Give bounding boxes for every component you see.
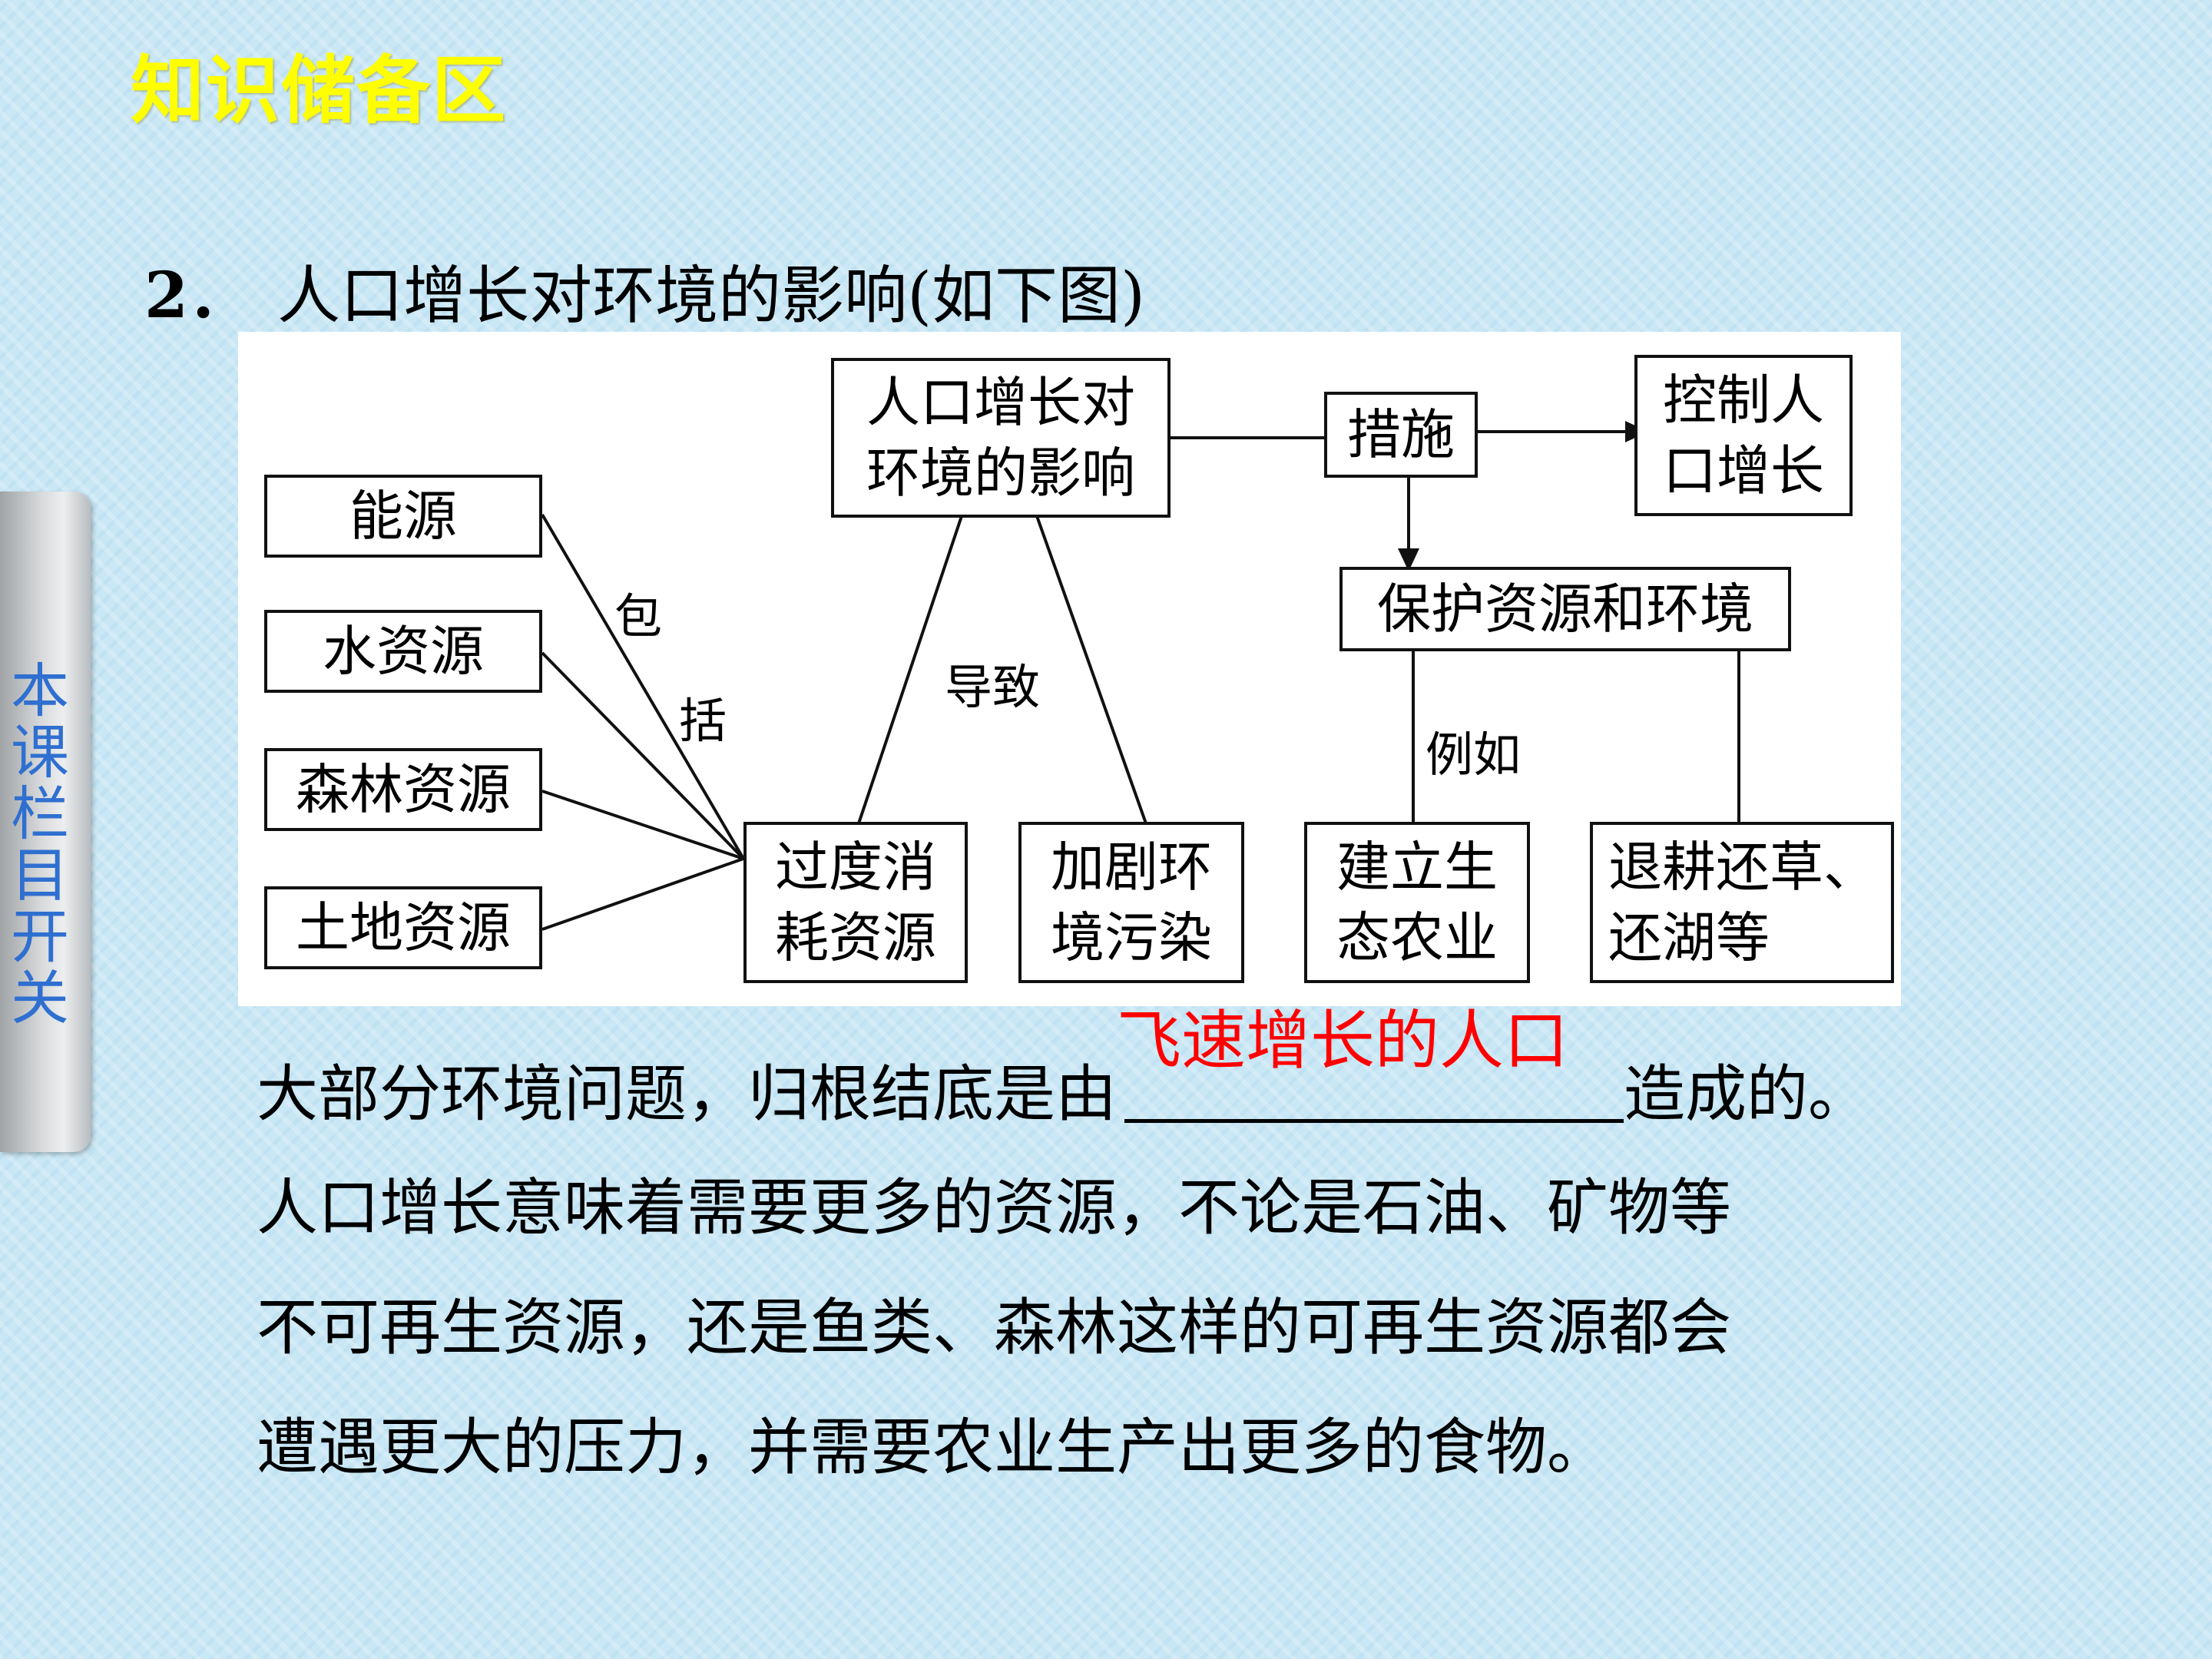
- label-include-2: 括: [679, 693, 727, 749]
- arrow-head-protect: [1398, 548, 1419, 571]
- section-heading-text: 人口增长对环境的影响(如下图): [277, 260, 1146, 333]
- line-energy-to-consume: [541, 513, 745, 860]
- section-number: 2．: [144, 259, 252, 333]
- paragraph-line-1: 大部分环境问题，归根结底是由飞速增长的人口造成的。: [257, 1003, 1869, 1134]
- resource-water: 水资源: [264, 610, 542, 693]
- slide-title: 知识储备区: [131, 48, 507, 134]
- effect-pollute-box: 加剧环 境污染: [1018, 822, 1244, 983]
- flow-diagram: 人口增长对 环境的影响 能源 水资源 森林资源 土地资源 包 括 导致 过度消 …: [238, 332, 1901, 1006]
- measures-box: 措施: [1324, 392, 1478, 478]
- effect-consume-box: 过度消 耗资源: [743, 822, 968, 983]
- resource-energy: 能源: [264, 475, 542, 558]
- protect-box: 保护资源和环境: [1339, 567, 1791, 651]
- label-example: 例如: [1426, 727, 1522, 783]
- fill-blank: 飞速增长的人口: [1117, 1003, 1624, 1123]
- line-impact-to-pollute: [1035, 515, 1147, 824]
- paragraph-line-3: 不可再生资源，还是鱼类、森林这样的可再生资源都会: [257, 1292, 1731, 1363]
- fill-blank-answer: 飞速增长的人口: [1117, 1003, 1569, 1078]
- impact-box: 人口增长对 环境的影响: [831, 358, 1171, 518]
- line-land-to-consume: [541, 857, 744, 931]
- course-menu-toggle[interactable]: [0, 492, 91, 1152]
- resource-forest: 森林资源: [264, 748, 542, 831]
- eco-agriculture-box: 建立生 态农业: [1304, 822, 1530, 983]
- line-forest-to-consume: [541, 790, 744, 860]
- label-cause: 导致: [945, 659, 1041, 715]
- return-grass-box: 退耕还草、 还湖等: [1590, 822, 1894, 983]
- section-heading: 2． 人口增长对环境的影响(如下图): [144, 244, 1145, 336]
- paragraph-line-4: 遭遇更大的压力，并需要农业生产出更多的食物。: [257, 1412, 1608, 1483]
- line-impact-to-consume: [857, 515, 963, 824]
- control-population-box: 控制人 口增长: [1634, 355, 1853, 516]
- fill-blank-underline: [1124, 1119, 1624, 1123]
- resource-land: 土地资源: [264, 886, 542, 969]
- label-include-1: 包: [614, 588, 663, 644]
- line-water-to-consume: [541, 651, 745, 860]
- paragraph-line-2: 人口增长意味着需要更多的资源，不论是石油、矿物等: [257, 1172, 1731, 1243]
- course-menu-toggle-label[interactable]: 本 课 栏 目 开 关: [11, 657, 69, 1032]
